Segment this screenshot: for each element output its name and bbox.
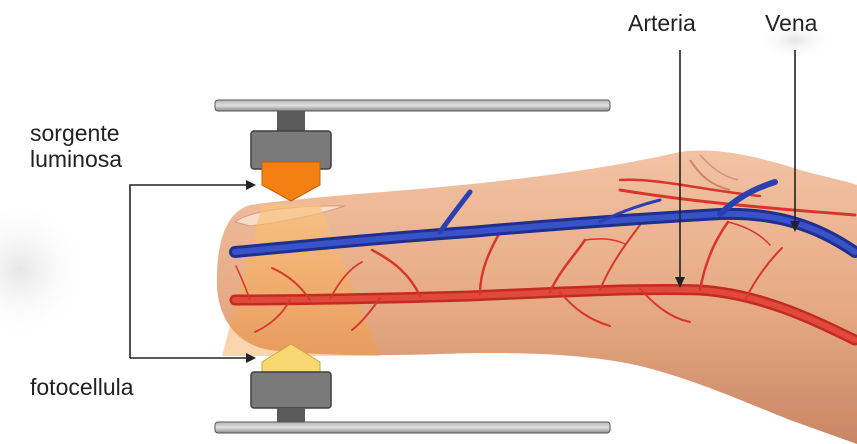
top-plate xyxy=(215,100,610,111)
bottom-plate xyxy=(215,422,610,433)
background-shade xyxy=(0,200,90,340)
label-artery: Arteria xyxy=(628,10,696,36)
light-source-emitter-icon xyxy=(251,111,331,201)
label-vein: Vena xyxy=(765,10,817,36)
label-photocell: fotocellula xyxy=(30,374,134,400)
label-light-source-line1: sorgente xyxy=(30,120,120,146)
label-light-source-line2: luminosa xyxy=(30,146,122,172)
